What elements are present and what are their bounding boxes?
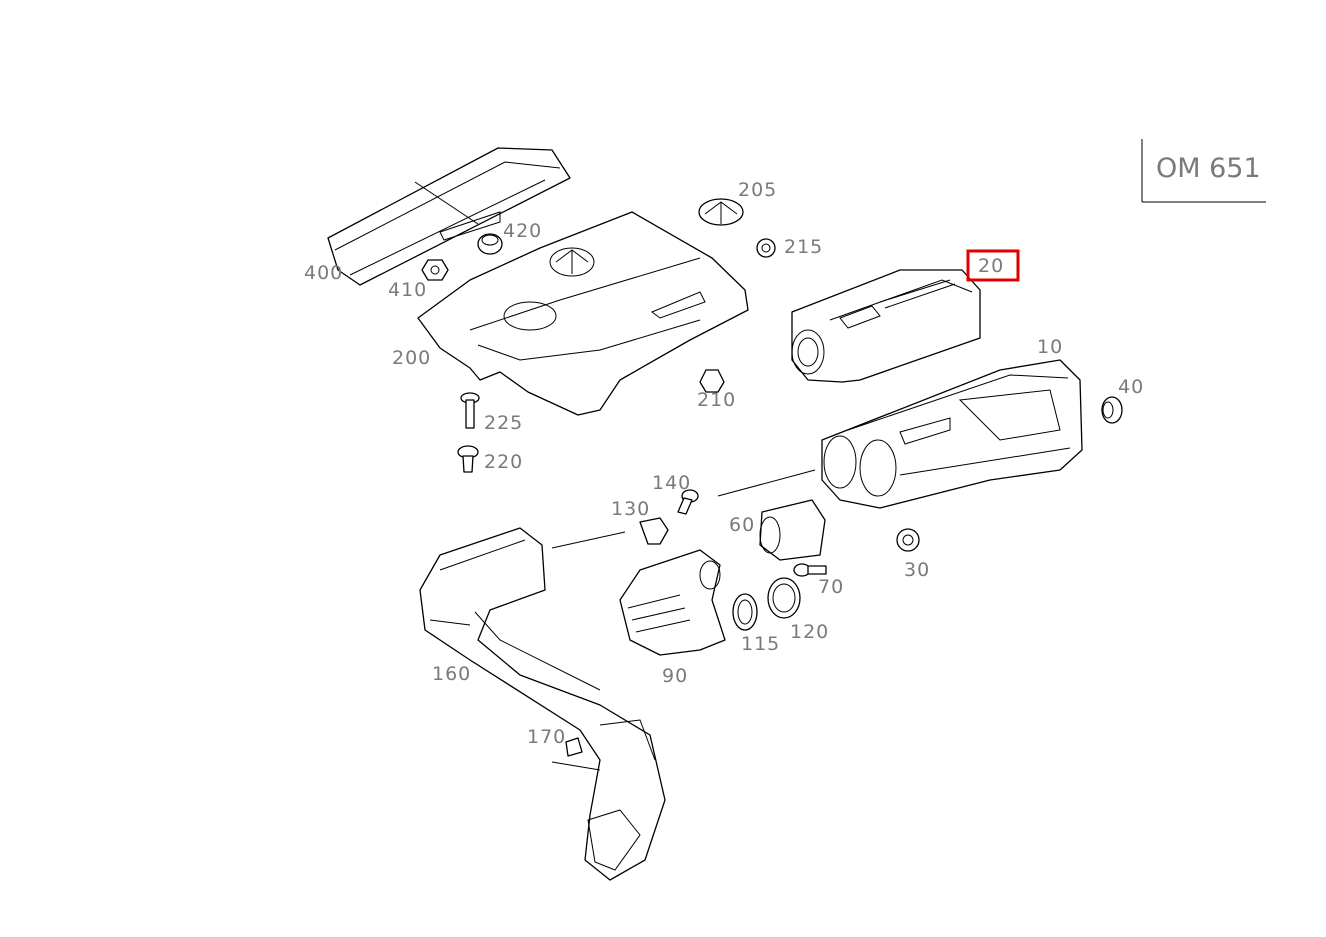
callout-220[interactable]: 220 — [484, 451, 523, 473]
part-220-clip[interactable] — [457, 445, 479, 473]
part-40-plug[interactable] — [1101, 396, 1123, 424]
part-170-clip[interactable] — [551, 737, 601, 771]
callout-30[interactable]: 30 — [904, 559, 930, 581]
part-130-sensor[interactable] — [639, 517, 669, 545]
part-70-bolt[interactable] — [793, 563, 827, 577]
part-400-trim-cover[interactable] — [327, 147, 571, 286]
callout-40[interactable]: 40 — [1118, 376, 1144, 398]
part-115-clamp[interactable] — [732, 593, 758, 631]
engine-code-box: OM 651 — [1141, 139, 1266, 203]
part-210-nut[interactable] — [699, 369, 725, 393]
part-410-nut[interactable] — [421, 259, 449, 281]
callout-10[interactable]: 10 — [1037, 336, 1063, 358]
callout-20[interactable]: 20 — [978, 255, 1004, 277]
callout-420[interactable]: 420 — [503, 220, 542, 242]
part-225-stud[interactable] — [460, 392, 480, 429]
part-420-grommet[interactable] — [477, 233, 503, 255]
part-60-air-mass-sensor[interactable] — [759, 499, 826, 561]
part-160-air-duct[interactable] — [419, 527, 666, 881]
part-30-grommet[interactable] — [896, 528, 920, 552]
part-120-clamp[interactable] — [767, 577, 801, 619]
part-215-clip[interactable] — [756, 238, 776, 258]
leader-lines — [551, 469, 816, 549]
callout-170[interactable]: 170 — [527, 726, 566, 748]
selected-part-highlight — [966, 249, 1020, 282]
callout-215[interactable]: 215 — [784, 236, 823, 258]
part-20-filter-element[interactable] — [791, 269, 981, 383]
callout-130[interactable]: 130 — [611, 498, 650, 520]
callout-70[interactable]: 70 — [818, 576, 844, 598]
part-90-intake-elbow[interactable] — [619, 549, 726, 656]
callout-labels: 400 410 420 200 205 215 210 225 220 20 1… — [304, 179, 1144, 748]
callout-200[interactable]: 200 — [392, 347, 431, 369]
callout-120[interactable]: 120 — [790, 621, 829, 643]
callout-400[interactable]: 400 — [304, 262, 343, 284]
callout-115[interactable]: 115 — [741, 633, 780, 655]
callout-90[interactable]: 90 — [662, 665, 688, 687]
part-10-filter-housing[interactable] — [821, 359, 1083, 509]
part-200-engine-cover[interactable] — [417, 211, 749, 416]
callout-140[interactable]: 140 — [652, 472, 691, 494]
callout-410[interactable]: 410 — [388, 279, 427, 301]
callout-205[interactable]: 205 — [738, 179, 777, 201]
part-205-star-emblem[interactable] — [698, 198, 744, 226]
engine-code: OM 651 — [1156, 153, 1261, 184]
callout-160[interactable]: 160 — [432, 663, 471, 685]
callout-210[interactable]: 210 — [697, 389, 736, 411]
part-140-screw[interactable] — [677, 489, 699, 515]
callout-225[interactable]: 225 — [484, 412, 523, 434]
callout-60[interactable]: 60 — [729, 514, 755, 536]
